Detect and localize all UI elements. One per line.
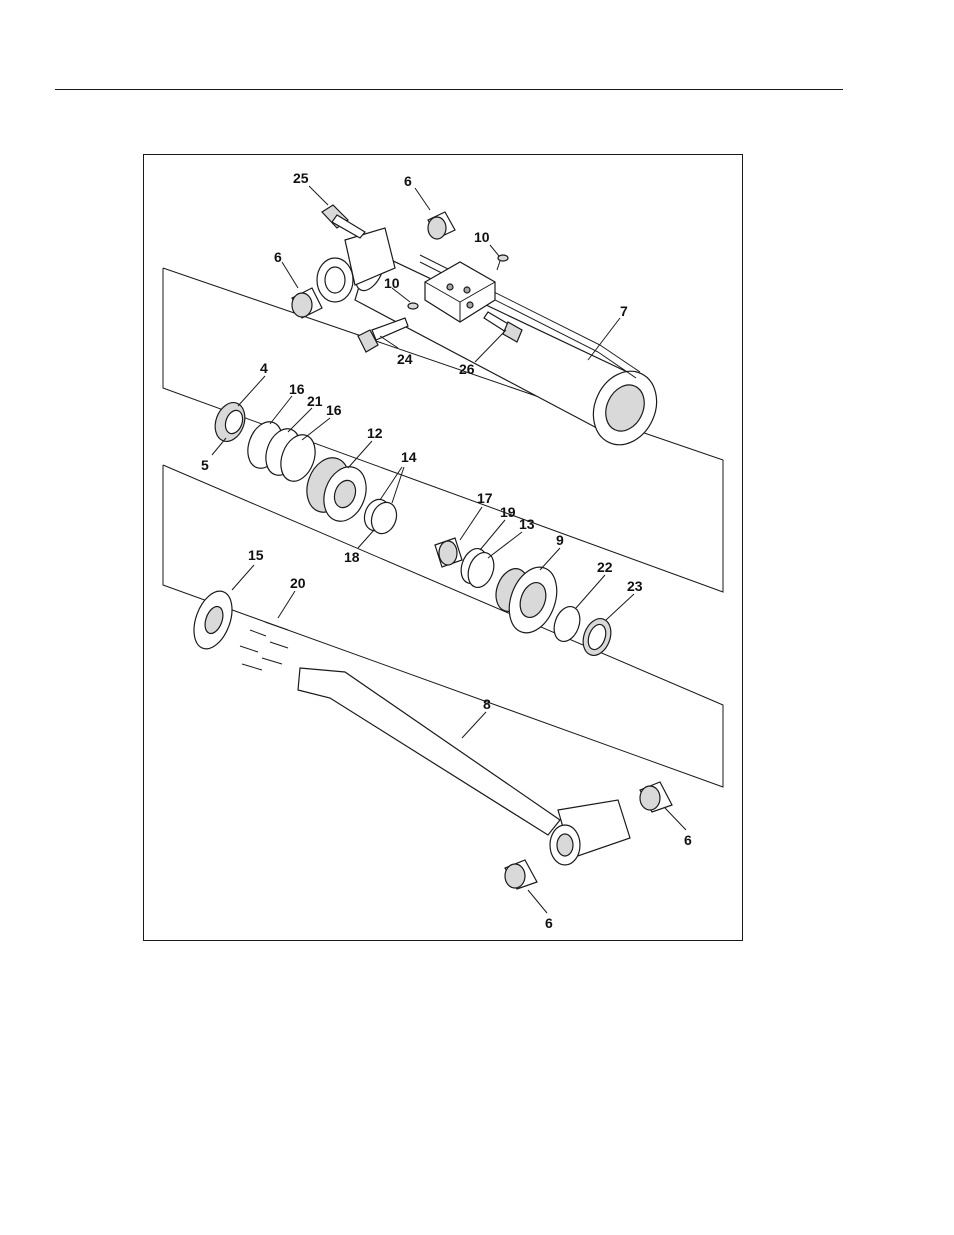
callout-5: 5	[201, 457, 209, 473]
gland-nut	[210, 398, 250, 445]
callout-16-first: 16	[289, 381, 305, 397]
fitting-24	[358, 318, 408, 352]
piston-rod	[298, 668, 630, 865]
callout-10-top: 10	[474, 229, 490, 245]
callout-14: 14	[401, 449, 417, 465]
seals-19-13	[457, 545, 499, 591]
callout-23: 23	[627, 578, 643, 594]
bolts-20	[240, 622, 288, 670]
callout-6-top: 6	[404, 173, 412, 189]
bushing-6-lower-right	[640, 782, 672, 812]
callout-16-second: 16	[326, 402, 342, 418]
bushing-6-upper-right	[428, 212, 455, 239]
callout-4: 4	[260, 360, 268, 376]
callout-13: 13	[519, 516, 535, 532]
callout-15: 15	[248, 547, 264, 563]
callout-25: 25	[293, 170, 309, 186]
callout-22: 22	[597, 559, 613, 575]
callout-8: 8	[483, 696, 491, 712]
callout-17: 17	[477, 490, 493, 506]
callout-24: 24	[397, 351, 413, 367]
ring-22	[550, 603, 585, 645]
screw-10-upper	[497, 255, 508, 270]
rings-14-18	[360, 496, 400, 537]
callout-9: 9	[556, 532, 564, 548]
wiper-23	[578, 615, 615, 660]
callout-20: 20	[290, 575, 306, 591]
callout-6-left: 6	[274, 249, 282, 265]
callout-10-left: 10	[384, 275, 400, 291]
callout-21: 21	[307, 393, 323, 409]
callout-19: 19	[500, 504, 516, 520]
callout-6-lower-left: 6	[545, 915, 553, 931]
seal-rings-16-21	[242, 417, 321, 486]
callout-26: 26	[459, 361, 475, 377]
callout-6-lower-right: 6	[684, 832, 692, 848]
callout-12: 12	[367, 425, 383, 441]
bushing-6-upper-left	[292, 288, 322, 318]
lower-group-bracket	[163, 465, 723, 787]
screw-10-lower	[408, 303, 418, 309]
callout-18: 18	[344, 549, 360, 565]
fitting-25	[322, 205, 365, 238]
spacer-17	[435, 538, 462, 567]
callout-7: 7	[620, 303, 628, 319]
bushing-6-lower-left	[505, 860, 537, 889]
